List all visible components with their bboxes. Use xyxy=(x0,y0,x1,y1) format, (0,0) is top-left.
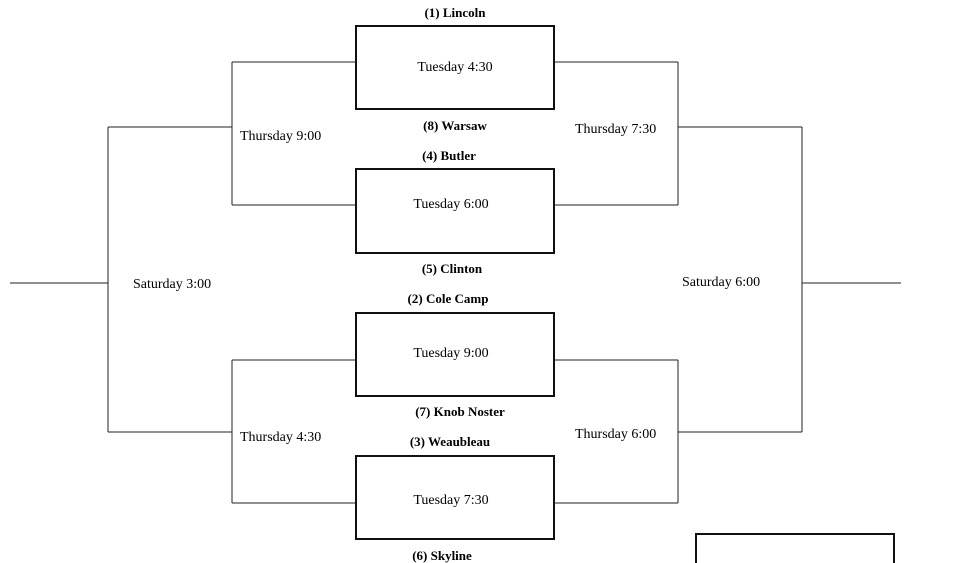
team-top-3: (2) Cole Camp xyxy=(408,291,489,306)
team-bottom-1: (8) Warsaw xyxy=(423,118,487,133)
team-bottom-4: (6) Skyline xyxy=(412,548,472,563)
right-bracket-lines xyxy=(554,61,901,504)
game-time-1: Tuesday 4:30 xyxy=(417,60,492,75)
team-bottom-3: (7) Knob Noster xyxy=(415,404,505,419)
left-final-time: Saturday 3:00 xyxy=(133,277,211,292)
right-upper-semi-time: Thursday 7:30 xyxy=(575,122,656,137)
game-box-2 xyxy=(355,168,555,254)
team-top-4: (3) Weaubleau xyxy=(410,434,490,449)
game-time-4: Tuesday 7:30 xyxy=(413,493,488,508)
team-top-1: (1) Lincoln xyxy=(424,5,486,20)
game-box-4 xyxy=(355,455,555,540)
left-lower-semi-time: Thursday 4:30 xyxy=(240,430,321,445)
champion-box xyxy=(695,533,895,563)
left-upper-semi-time: Thursday 9:00 xyxy=(240,129,321,144)
game-time-3: Tuesday 9:00 xyxy=(413,346,488,361)
game-1: (1) Lincoln Tuesday 4:30 (8) Warsaw xyxy=(355,5,555,133)
team-top-2: (4) Butler xyxy=(422,148,476,163)
game-time-2: Tuesday 6:00 xyxy=(413,197,488,212)
game-3: (2) Cole Camp Tuesday 9:00 (7) Knob Nost… xyxy=(355,291,555,419)
game-2: (4) Butler Tuesday 6:00 (5) Clinton xyxy=(355,148,555,276)
game-box-3 xyxy=(355,312,555,397)
left-bracket-lines xyxy=(10,61,356,504)
right-lower-semi-time: Thursday 6:00 xyxy=(575,427,656,442)
game-box-1 xyxy=(355,25,555,110)
game-4: (3) Weaubleau Tuesday 7:30 (6) Skyline xyxy=(355,434,555,563)
right-final-time: Saturday 6:00 xyxy=(682,275,760,290)
team-bottom-2: (5) Clinton xyxy=(422,261,483,276)
